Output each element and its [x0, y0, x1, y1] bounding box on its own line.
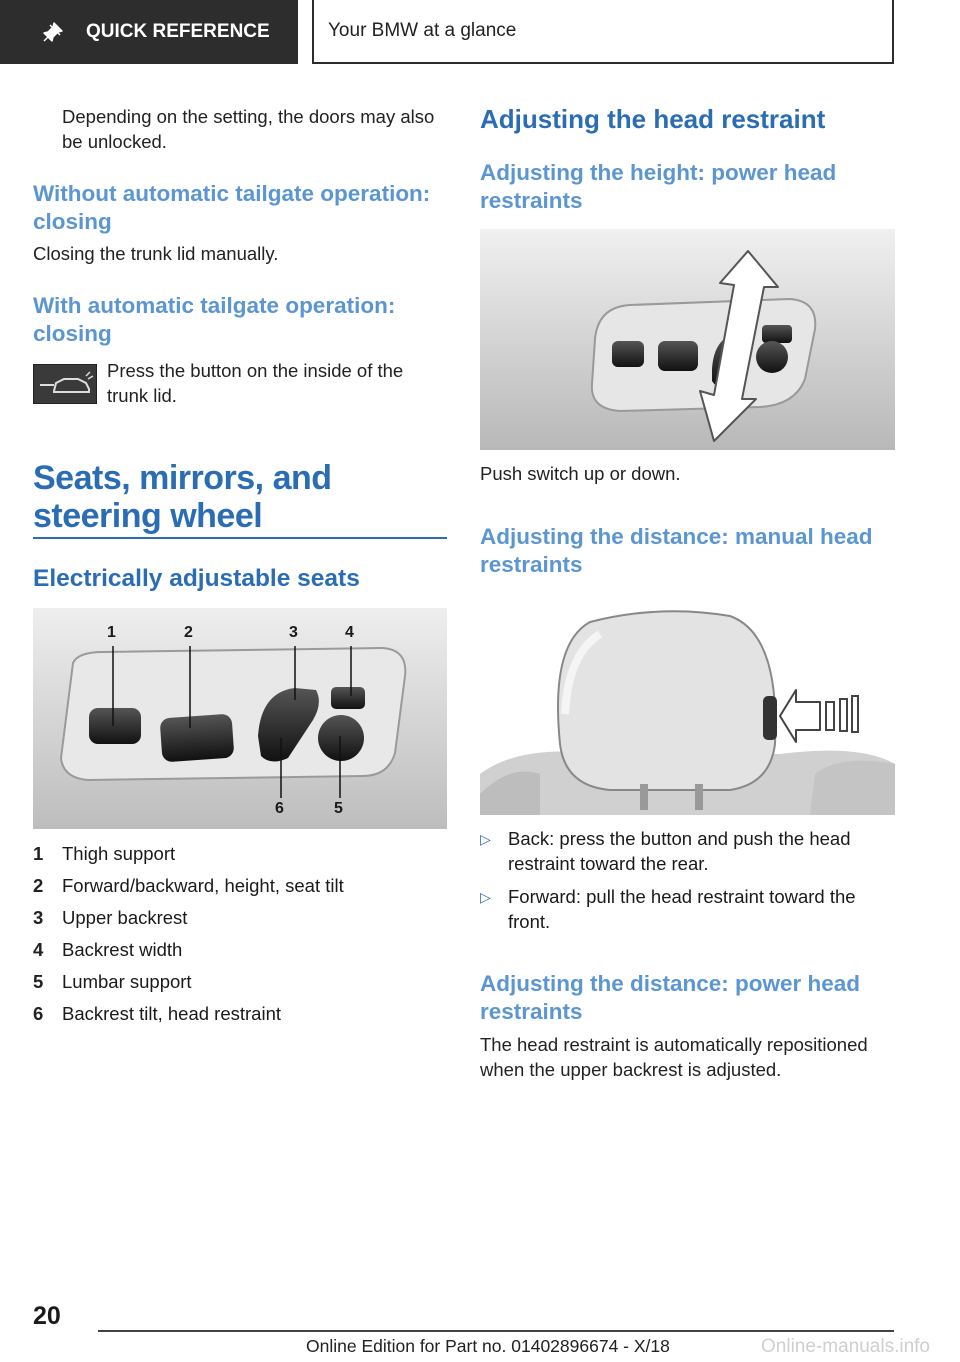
headrest-manual-figure — [480, 594, 895, 815]
legend-number: 2 — [33, 875, 44, 896]
seat-legend: 1 Thigh support 2 Forward/backward, heig… — [33, 841, 447, 1033]
legend-text: Lumbar support — [62, 971, 192, 992]
legend-number: 5 — [33, 971, 44, 992]
heading-distance-manual: Adjusting the distance: manual head rest… — [480, 524, 873, 577]
legend-item: 1 Thigh support — [33, 841, 447, 873]
legend-text: Backrest width — [62, 939, 183, 960]
legend-number: 3 — [33, 907, 44, 928]
distance-power-text: The head restraint is automatically repo… — [480, 1034, 868, 1080]
watermark: Online-manuals.info — [761, 1336, 930, 1357]
page-number: 20 — [33, 1302, 61, 1330]
triangle-bullet-icon: ▷ — [480, 831, 491, 847]
heading-without-auto-tailgate: Without automatic tailgate operation: cl… — [33, 181, 431, 234]
heading-distance-power: Adjusting the distance: power head restr… — [480, 971, 861, 1024]
tab-label: QUICK REFERENCE — [86, 21, 270, 42]
legend-text: Backrest tilt, head restraint — [62, 1003, 282, 1024]
legend-number: 4 — [33, 939, 44, 960]
list-item: ▷ Forward: pull the head restraint towar… — [480, 884, 894, 934]
press-button-text: Press the button on the inside of the tr… — [107, 360, 404, 406]
legend-number: 1 — [33, 843, 44, 864]
legend-item: 3 Upper backrest — [33, 905, 447, 937]
edition-text: Online Edition for Part no. 01402896674 … — [306, 1336, 670, 1356]
triangle-bullet-icon: ▷ — [480, 889, 491, 905]
seat-fig-label-1: 1 — [107, 624, 116, 641]
seat-controls-figure: 1 2 3 4 6 5 — [33, 608, 447, 829]
headrest-bullet-list: ▷ Back: press the button and push the he… — [480, 826, 894, 934]
push-switch-text: Push switch up or down. — [480, 463, 681, 484]
legend-item: 2 Forward/backward, height, seat tilt — [33, 873, 447, 905]
legend-item: 6 Backrest tilt, head restraint — [33, 1001, 447, 1033]
section-header: Your BMW at a glance — [312, 0, 894, 64]
seat-fig-label-4: 4 — [345, 624, 354, 641]
quick-reference-tab[interactable]: QUICK REFERENCE — [0, 0, 298, 64]
closing-manual-text: Closing the trunk lid manually. — [33, 243, 279, 264]
footer-rule — [98, 1330, 894, 1332]
seat-fig-label-6: 6 — [275, 800, 284, 817]
legend-text: Thigh support — [62, 843, 176, 864]
list-item: ▷ Back: press the button and push the he… — [480, 826, 894, 876]
heading-height-power: Adjusting the height: power head restrai… — [480, 160, 837, 213]
chapter-title: Seats, mirrors, and steering wheel — [33, 459, 332, 535]
legend-text: Upper backrest — [62, 907, 188, 928]
seat-fig-label-3: 3 — [289, 624, 298, 641]
head-restraint-height-figure — [480, 229, 895, 450]
legend-item: 4 Backrest width — [33, 937, 447, 969]
intro-text: Depending on the setting, the doors may … — [62, 106, 435, 152]
section-title: Your BMW at a glance — [328, 20, 517, 41]
heading-head-restraint: Adjusting the head restraint — [480, 104, 826, 134]
seat-fig-label-2: 2 — [184, 624, 193, 641]
heading-with-auto-tailgate: With automatic tailgate operation: closi… — [33, 293, 396, 346]
legend-text: Forward/backward, height, seat tilt — [62, 875, 344, 896]
seat-fig-label-5: 5 — [334, 800, 343, 817]
bullet-text: Forward: pull the head restraint toward … — [508, 886, 856, 932]
bullet-text: Back: press the button and push the head… — [508, 828, 851, 874]
legend-number: 6 — [33, 1003, 44, 1024]
pin-icon — [40, 19, 66, 45]
heading-electric-seats: Electrically adjustable seats — [33, 565, 360, 592]
chapter-rule — [33, 537, 447, 539]
legend-item: 5 Lumbar support — [33, 969, 447, 1001]
trunk-button-icon — [33, 364, 97, 404]
